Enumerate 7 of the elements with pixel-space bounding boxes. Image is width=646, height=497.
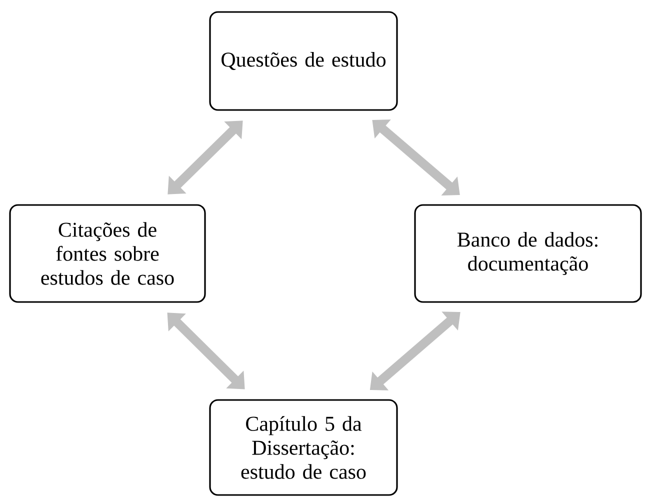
- double-arrow: [167, 312, 245, 390]
- process-box: Capítulo 5 da Dissertação: estudo de caso: [209, 399, 398, 496]
- process-box: Banco de dados: documentação: [414, 204, 642, 303]
- process-box: Citações de fontes sobre estudos de caso: [9, 204, 206, 303]
- double-arrow: [168, 120, 243, 194]
- process-box: Questões de estudo: [209, 11, 398, 111]
- double-arrow: [372, 120, 460, 196]
